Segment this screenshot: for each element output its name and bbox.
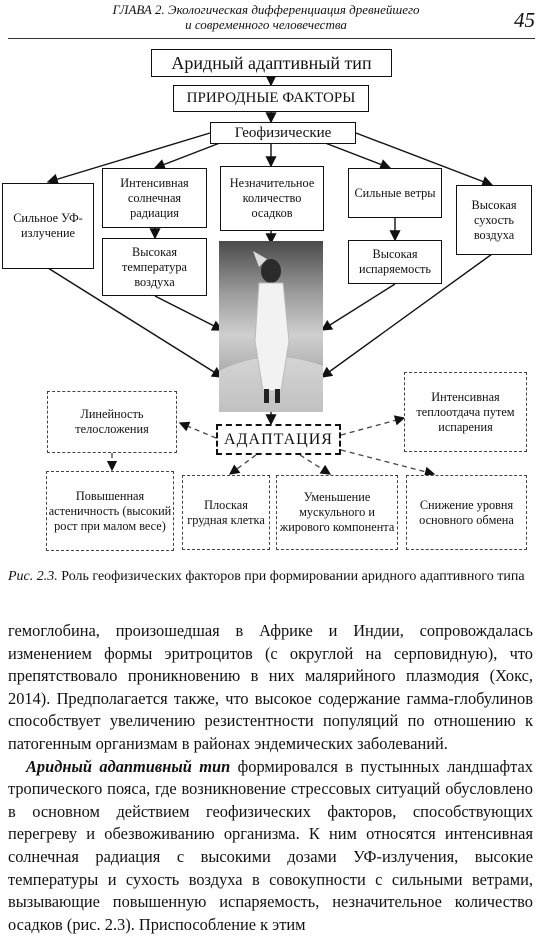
factor-solar: Интенсивная солнечная радиация (102, 168, 207, 228)
man-in-desert-photo (219, 241, 323, 412)
arrow-evap-photo (320, 283, 396, 331)
adapt-metab: Снижение уровня основного обмена (406, 475, 527, 550)
chapter-line-1: ГЛАВА 2. Экологическая дифференциация др… (112, 2, 420, 17)
dash-adapt-linear (178, 421, 217, 439)
header-rule (8, 38, 535, 39)
arrow-geo-uv (46, 132, 211, 185)
effect-temp: Высокая температура воздуха (102, 238, 207, 296)
paragraph-1: гемоглобина, произошедшая в Африке и Инд… (8, 621, 533, 753)
adapt-asthenic: Повышенная астеничность (высокий рост пр… (46, 471, 174, 551)
figure-caption: Рис. 2.3. Роль геофизических факторов пр… (8, 568, 528, 586)
natural-factors-box: ПРИРОДНЫЕ ФАКТОРЫ (173, 85, 369, 112)
figure-caption-text: Роль геофизических факторов при формиров… (61, 569, 525, 584)
man-in-desert-photo-figure (219, 251, 323, 412)
dash-adapt-chest (228, 454, 257, 475)
adapt-muscle: Уменьшение мускульного и жирового компон… (276, 475, 398, 550)
chapter-title: ГЛАВА 2. Экологическая дифференциация др… (86, 2, 446, 32)
paragraph-2-text: формировался в пустынных ландшафтах троп… (8, 756, 533, 934)
term-arid-type: Аридный адаптивный тип (26, 756, 231, 776)
factor-precip: Незначительное количество осадков (220, 166, 324, 231)
page-number: 45 (514, 8, 535, 32)
adapt-chest: Плоская грудная клетка (182, 475, 270, 550)
diagram-connectors (46, 75, 494, 477)
effect-evap: Высокая испаряемость (348, 240, 442, 284)
dash-adapt-metab (340, 449, 436, 477)
arrow-uv-photo (47, 267, 224, 378)
dash-adapt-muscle (299, 454, 332, 475)
arrow-geo-winds (319, 140, 392, 170)
paragraph-2: Аридный адаптивный тип формировался в пу… (8, 756, 533, 936)
factor-uv: Сильное УФ-излучение (2, 183, 94, 269)
running-header: ГЛАВА 2. Экологическая дифференциация др… (0, 0, 543, 40)
adapt-heat: Интенсивная теплоотдача путем испарения (404, 372, 527, 452)
arrow-temp-photo (154, 295, 224, 331)
dash-adapt-heat (340, 415, 406, 436)
figure-label: Рис. 2.3. (8, 569, 58, 584)
diagram-title: Аридный адаптивный тип (151, 49, 392, 77)
arrow-geo-dryness (355, 132, 494, 187)
adaptation-box: АДАПТАЦИЯ (216, 424, 341, 455)
adapt-linear: Линейность телосложения (47, 391, 177, 453)
factor-winds: Сильные ветры (348, 168, 442, 218)
arrow-dryness-photo (320, 253, 493, 378)
geophysical-box: Геофизические (210, 122, 356, 144)
factor-dryness: Высокая сухость воздуха (456, 185, 532, 255)
body-text: гемоглобина, произошедшая в Африке и Инд… (8, 620, 533, 936)
chapter-line-2: и современного человечества (185, 17, 347, 32)
arrow-geo-solar (153, 140, 226, 170)
